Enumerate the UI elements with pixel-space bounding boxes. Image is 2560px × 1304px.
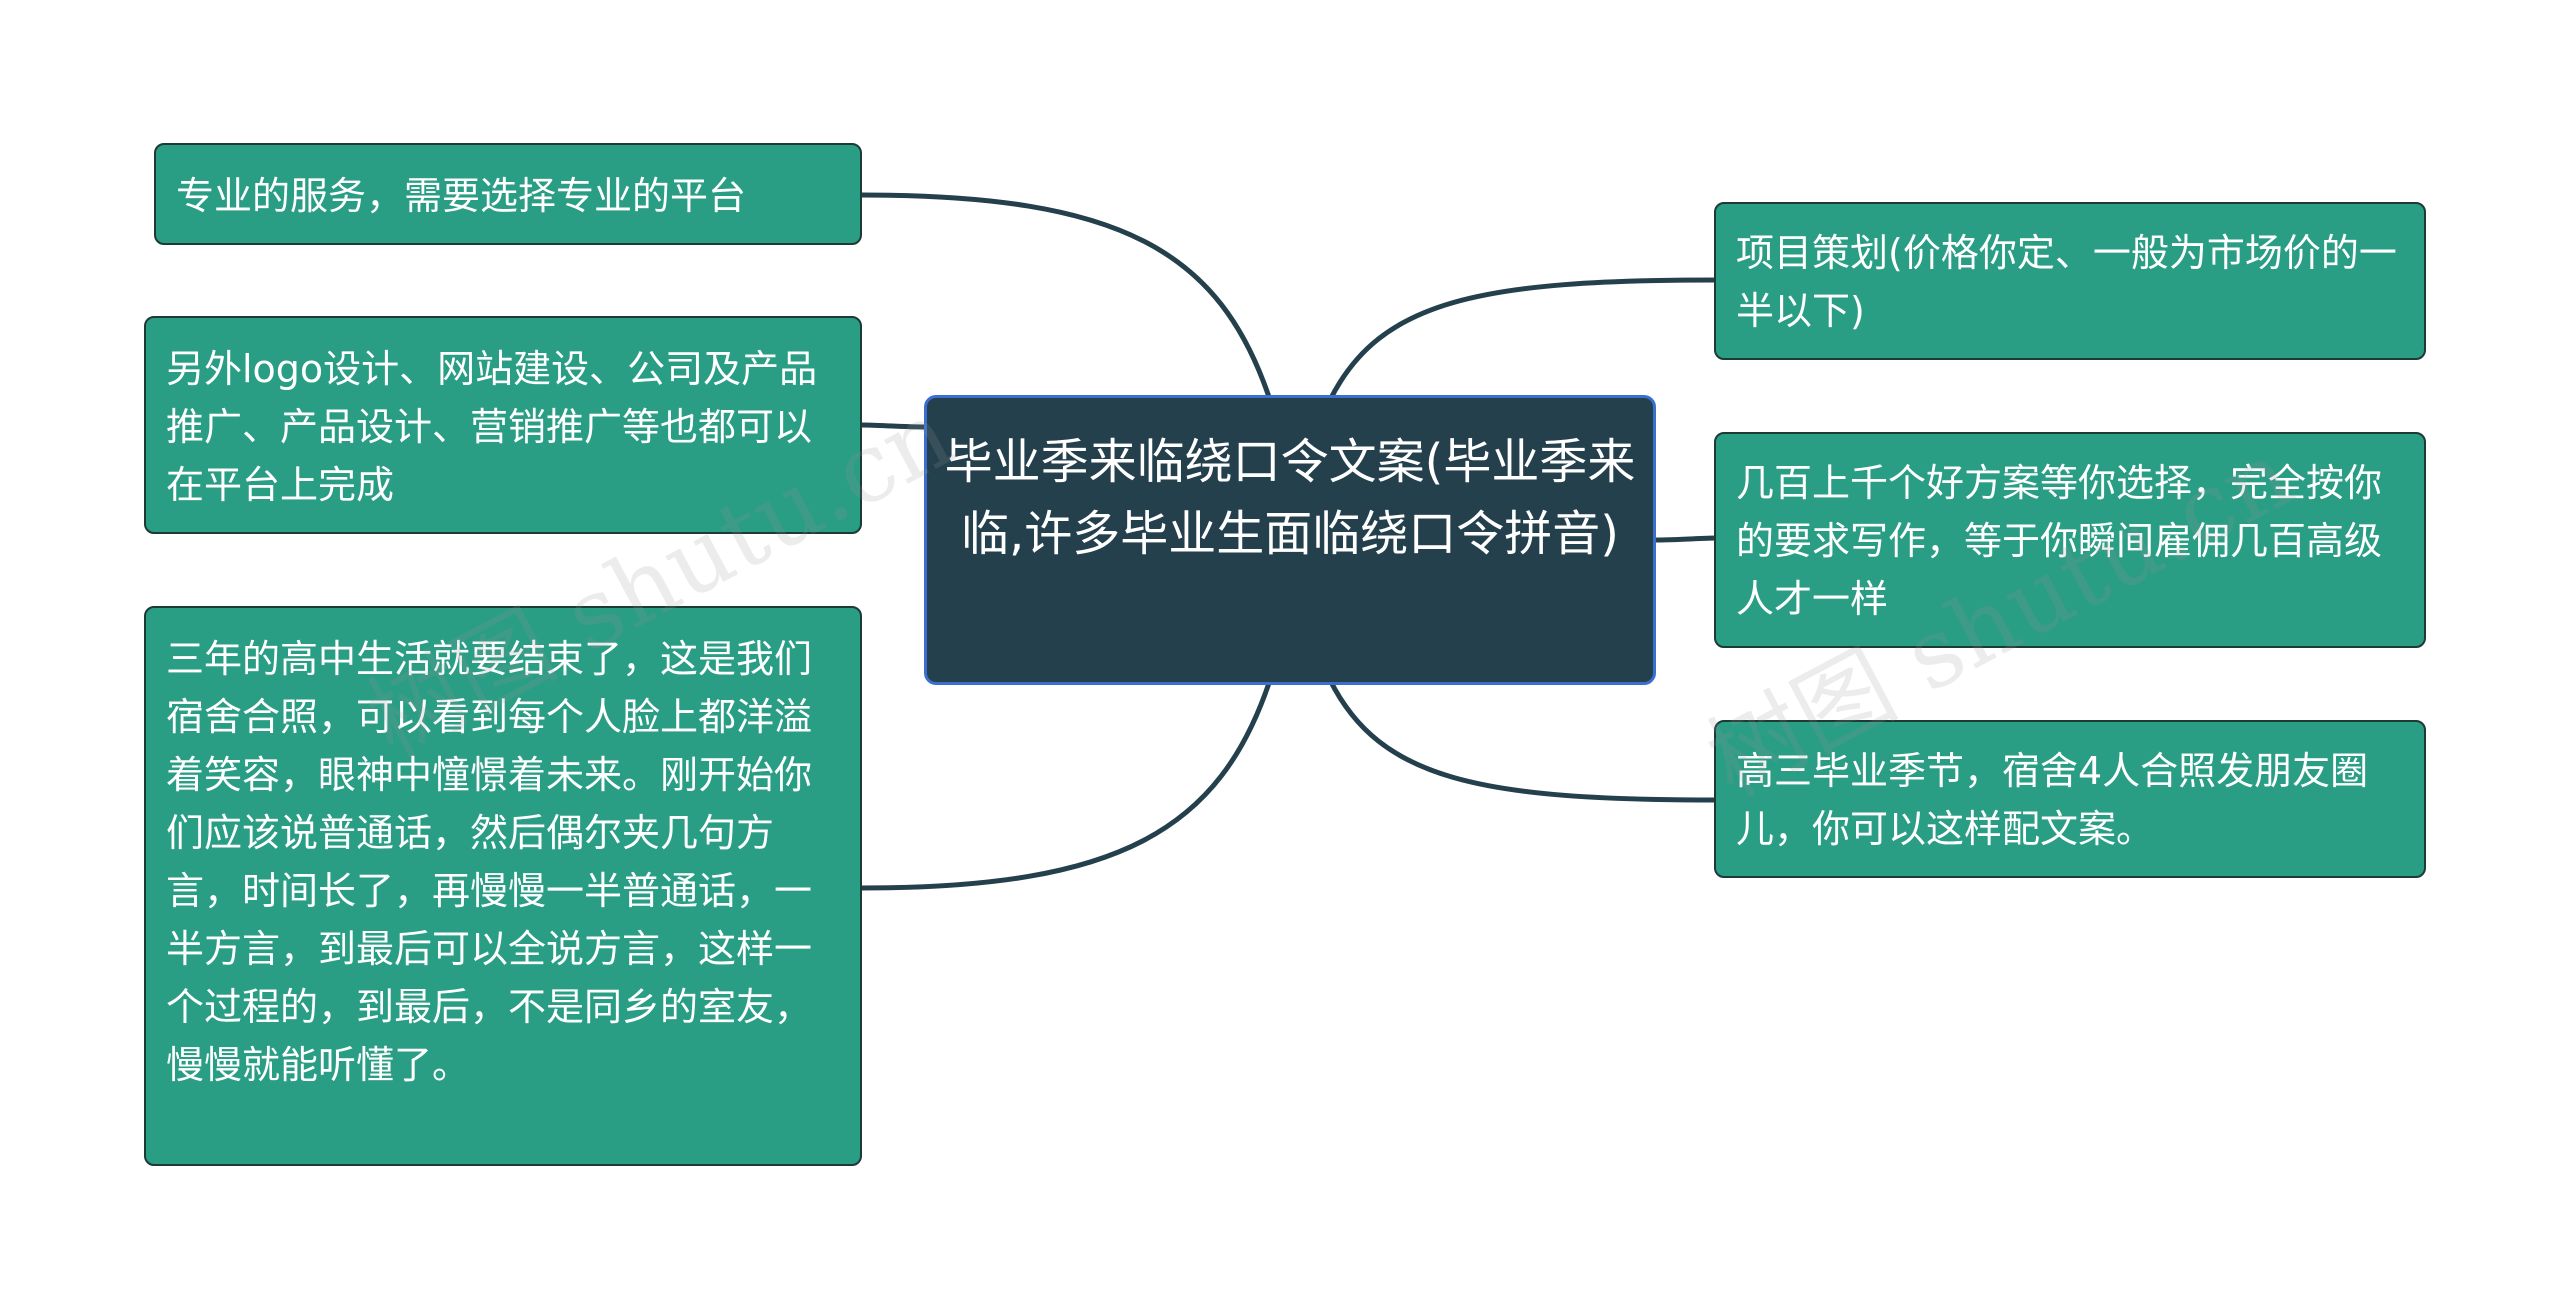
root-topic[interactable]: 毕业季来临绕口令文案(毕业季来临,许多毕业生面临绕口令拼音) xyxy=(924,395,1656,685)
connector-right-3 xyxy=(1327,678,1719,803)
left-topic-2[interactable]: 另外logo设计、网站建设、公司及产品推广、产品设计、营销推广等也都可以在平台上… xyxy=(144,316,862,534)
right-topic-1[interactable]: 项目策划(价格你定、一般为市场价的一半以下) xyxy=(1714,202,2426,360)
right-topic-2-text: 几百上千个好方案等你选择，完全按你的要求写作，等于你瞬间雇佣几百高级人才一样 xyxy=(1736,461,2383,621)
right-topic-2[interactable]: 几百上千个好方案等你选择，完全按你的要求写作，等于你瞬间雇佣几百高级人才一样 xyxy=(1714,432,2426,648)
connector-right-1 xyxy=(1327,277,1719,402)
connector-right-2 xyxy=(1651,535,1719,543)
left-topic-3[interactable]: 三年的高中生活就要结束了，这是我们宿舍合照，可以看到每个人脸上都洋溢着笑容，眼神… xyxy=(144,606,862,1166)
connector-left-2 xyxy=(861,422,929,430)
right-topic-1-text: 项目策划(价格你定、一般为市场价的一半以下) xyxy=(1736,231,2397,333)
right-topic-3[interactable]: 高三毕业季节，宿舍4人合照发朋友圈儿，你可以这样配文案。 xyxy=(1714,720,2426,878)
connector-left-3 xyxy=(861,679,1273,891)
right-topic-3-text: 高三毕业季节，宿舍4人合照发朋友圈儿，你可以这样配文案。 xyxy=(1736,749,2369,851)
left-topic-1-text: 专业的服务，需要选择专业的平台 xyxy=(176,174,747,218)
left-topic-1[interactable]: 专业的服务，需要选择专业的平台 xyxy=(154,143,862,245)
connector-left-1 xyxy=(861,192,1273,401)
left-topic-2-text: 另外logo设计、网站建设、公司及产品推广、产品设计、营销推广等也都可以在平台上… xyxy=(166,347,818,507)
left-topic-3-text: 三年的高中生活就要结束了，这是我们宿舍合照，可以看到每个人脸上都洋溢着笑容，眼神… xyxy=(166,637,813,1087)
root-topic-text: 毕业季来临绕口令文案(毕业季来临,许多毕业生面临绕口令拼音) xyxy=(944,434,1636,562)
